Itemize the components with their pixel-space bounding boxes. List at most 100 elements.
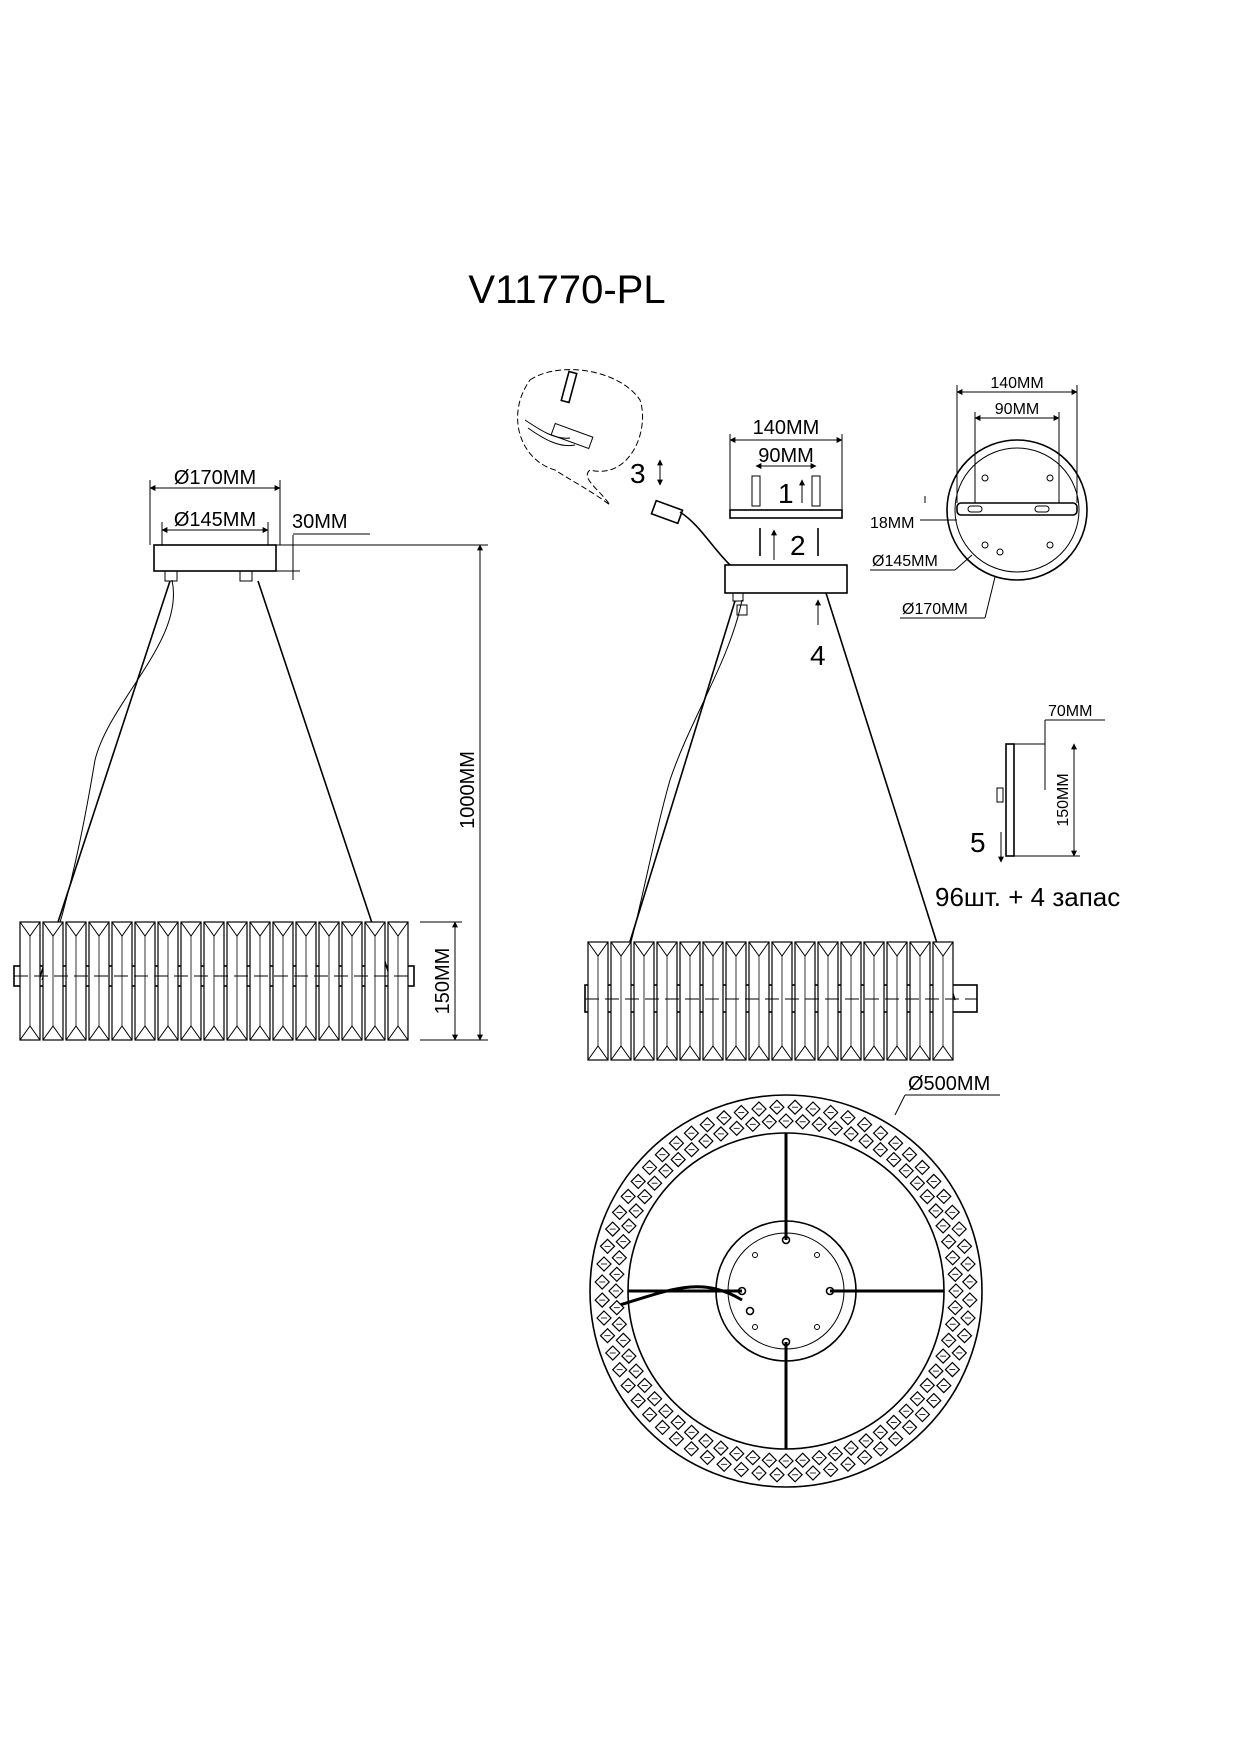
install-crystals	[587, 941, 954, 1061]
bottom-crystal	[611, 1250, 627, 1266]
bottom-crystal	[960, 1310, 976, 1326]
bottom-crystal	[729, 1120, 745, 1136]
bottom-crystal	[805, 1101, 821, 1117]
bottom-crystal	[823, 1104, 839, 1121]
bottom-crystal	[909, 1175, 926, 1191]
bottom-crystal	[611, 1204, 628, 1221]
canopy-inner-diameter-label: Ø145MM	[174, 509, 256, 531]
bottom-crystal	[886, 1414, 902, 1431]
bottom-crystal	[858, 1133, 874, 1149]
bottom-crystal	[621, 1218, 637, 1234]
bottom-crystal	[947, 1266, 963, 1282]
bottom-crystal	[944, 1361, 961, 1378]
bottom-view: Ø500MM	[589, 1073, 1000, 1488]
bottom-crystal	[840, 1110, 856, 1126]
install-view: 3 140MM 90MM 1 2 4	[517, 369, 978, 1061]
bottom-crystal	[843, 1126, 859, 1142]
bottom-crystal	[761, 1452, 777, 1468]
bottom-crystal	[668, 1135, 685, 1151]
page-title: V11770-PL	[468, 268, 665, 312]
bottom-crystal	[919, 1377, 935, 1394]
bottom-crystal	[960, 1256, 976, 1272]
bottom-crystal	[637, 1188, 653, 1205]
canopy-nut-left	[164, 570, 178, 582]
bottom-crystal	[698, 1133, 714, 1149]
canopy-height-label: 30MM	[292, 511, 348, 533]
plate-top-inner-diameter-label: Ø145MM	[872, 553, 938, 570]
bottom-crystal	[594, 1274, 610, 1290]
bottom-crystal	[699, 1449, 716, 1466]
bottom-crystal	[914, 1406, 931, 1423]
crystal-side	[1005, 743, 1015, 857]
bottom-crystal	[609, 1300, 625, 1316]
install-canopy	[724, 564, 848, 594]
bottom-crystal	[778, 1453, 794, 1469]
bottom-crystal	[630, 1173, 646, 1190]
bottom-crystal	[947, 1300, 963, 1316]
bottom-crystal	[795, 1452, 811, 1468]
bottom-crystal	[827, 1120, 843, 1136]
bottom-crystal	[827, 1446, 843, 1462]
bottom-crystal	[787, 1467, 803, 1483]
bottom-crystal	[935, 1348, 951, 1364]
bottom-crystal	[951, 1221, 967, 1237]
bottom-crystal	[909, 1391, 926, 1407]
bottom-crystal	[956, 1238, 973, 1254]
bottom-crystal	[945, 1316, 961, 1332]
front-crystals	[19, 921, 409, 1041]
bottom-crystal	[926, 1392, 942, 1409]
bottom-crystal	[745, 1116, 761, 1132]
bottom-crystal	[941, 1332, 957, 1348]
bottom-crystal	[646, 1391, 663, 1407]
step-5-label: 5	[970, 827, 986, 858]
bottom-crystal	[683, 1441, 700, 1457]
bottom-crystal	[615, 1234, 631, 1250]
bottom-crystal	[713, 1126, 729, 1142]
step-4-label: 4	[810, 640, 826, 671]
mounting-plate	[729, 509, 843, 519]
bottom-crystal	[919, 1188, 935, 1205]
bottom-crystal	[872, 1142, 889, 1158]
screwdriver-icon	[560, 370, 578, 404]
bottom-crystal	[751, 1465, 767, 1481]
crystal-detail: 70MM 150MM 5 96шт. + 4 запас	[935, 703, 1120, 912]
bottom-crystal	[620, 1377, 636, 1394]
bottom-crystal	[962, 1292, 978, 1308]
bottom-crystal	[599, 1238, 616, 1254]
bottom-crystal	[733, 1461, 749, 1478]
bottom-crystal	[901, 1419, 918, 1435]
bottom-crystal	[944, 1204, 960, 1220]
bottom-crystal	[654, 1147, 671, 1163]
bottom-crystal	[945, 1250, 961, 1266]
bottom-crystal	[914, 1159, 930, 1176]
bottom-crystal	[887, 1135, 904, 1151]
plate-top-outer-diameter-label: Ø170MM	[902, 601, 968, 618]
bottom-crystal	[805, 1465, 821, 1481]
bottom-crystal	[811, 1116, 827, 1132]
bottom-crystal	[609, 1266, 625, 1282]
bottom-crystal	[621, 1348, 637, 1364]
bottom-crystal	[596, 1256, 612, 1272]
bottom-crystal	[599, 1328, 616, 1344]
bottom-crystal	[670, 1151, 686, 1168]
bottom-crystal	[611, 1316, 627, 1332]
bottom-crystal	[872, 1441, 889, 1457]
bottom-crystal	[926, 1173, 942, 1190]
bottom-crystal	[628, 1203, 644, 1219]
plate-top-view: 140MM 90MM 18MM Ø145MM Ø170MM	[870, 375, 1088, 619]
bottom-crystal	[872, 1125, 889, 1141]
bottom-crystal	[840, 1456, 856, 1472]
plate-width-label: 140MM	[753, 417, 820, 439]
bottom-outer-circle	[589, 1094, 983, 1488]
bottom-crystal	[956, 1328, 973, 1344]
bottom-crystal	[769, 1467, 785, 1483]
bottom-crystal	[936, 1188, 952, 1205]
bottom-crystal	[630, 1392, 646, 1409]
bottom-crystal	[670, 1414, 686, 1431]
bottom-crystal	[642, 1406, 658, 1423]
bottom-crystal	[605, 1221, 621, 1237]
bottom-crystal	[901, 1146, 918, 1163]
bottom-crystal	[716, 1456, 732, 1472]
bottom-crystal	[951, 1345, 967, 1361]
